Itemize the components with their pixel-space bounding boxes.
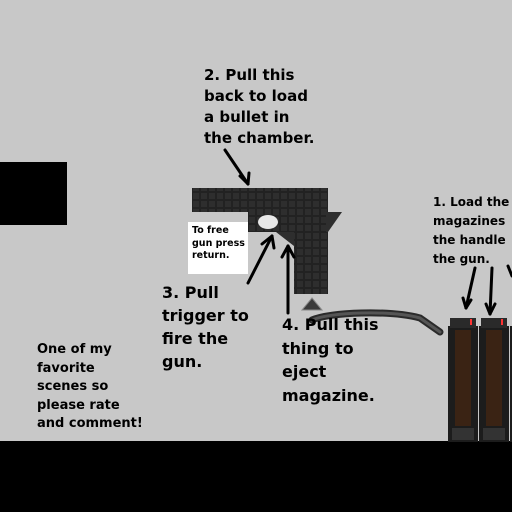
step-4-label: 4. Pull this thing to eject magazine. [282, 315, 379, 405]
pointer-arrows [223, 148, 512, 316]
pistol-slide[interactable] [192, 188, 328, 212]
arrow-to-magazine-3 [506, 264, 512, 278]
pistol-grip[interactable] [294, 232, 328, 294]
pistol-trigger-guard [258, 215, 278, 229]
pistol-trigger[interactable] [276, 232, 294, 246]
ground [0, 441, 512, 512]
arrow-to-trigger [246, 234, 274, 285]
magazine-1[interactable] [448, 318, 478, 442]
magazine-2[interactable] [479, 318, 509, 442]
arrow-to-magazine-2 [488, 266, 494, 316]
pistol[interactable] [192, 188, 342, 294]
step-1-label: 1. Load the magazines the handle the gun… [433, 195, 510, 266]
arrow-to-magazine-1 [464, 266, 477, 310]
black-block[interactable] [0, 162, 67, 225]
step-2-label: 2. Pull this back to load a bullet in th… [204, 66, 315, 147]
step-3-label: 3. Pull trigger to fire the gun. [162, 283, 249, 371]
magazine-3-edge[interactable] [510, 326, 512, 442]
author-note: One of my favorite scenes so please rate… [37, 342, 143, 431]
pistol-muzzle-tip [326, 212, 342, 232]
arrow-up-icon [300, 297, 324, 311]
free-gun-popup: To free gun press return. [188, 222, 248, 274]
